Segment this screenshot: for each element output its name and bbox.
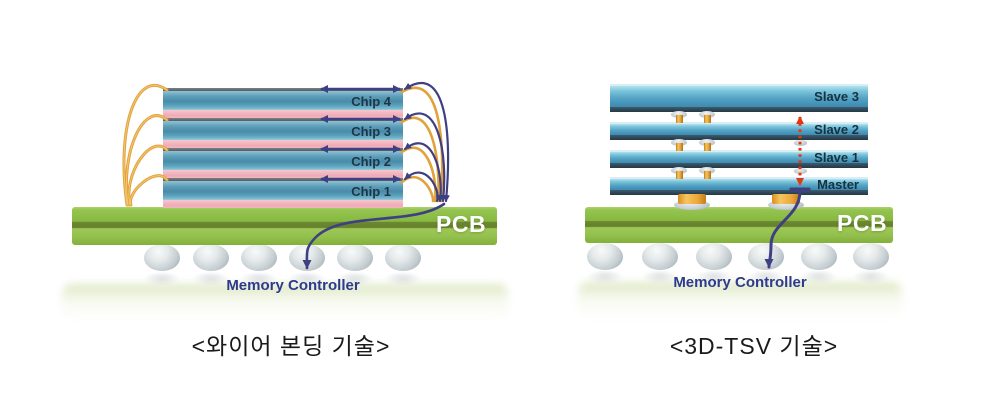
chip-die [163,91,403,110]
chip-top-edge [163,148,403,151]
solder-ball [853,243,889,270]
solder-ball [337,244,373,271]
die-attach-film [163,140,403,148]
pcb-reflection [578,282,902,318]
gold-bond-wires-left-highlight [123,84,168,206]
chip-row: Chip 4 [163,88,403,118]
microbump [794,168,807,174]
chip-top-edge [610,177,868,179]
tsv-pillar [676,171,683,179]
chip-bottom-band [610,107,868,112]
solder-ball [642,243,678,270]
pcb-board [585,207,893,243]
ball-reflection [696,271,732,284]
gold-bond-wires-right-icon [400,86,444,203]
microbump [699,111,715,118]
microbump [671,139,687,146]
tsv-chip-stack: Slave 3 Slave 2 Slave 1 Master [610,84,868,210]
ball-reflection [748,271,784,284]
chip-top-edge [610,84,868,86]
ball-reflection [241,273,277,286]
pad-bump [674,200,710,210]
die-attach-film [163,170,403,178]
ball-reflection [385,273,421,286]
chip-bottom-band [610,163,868,168]
solder-ball [241,244,277,271]
chip-die [610,86,868,107]
ball-reflection [337,273,373,286]
solder-ball [587,243,623,270]
die-attach-film [163,200,403,208]
chip-row: Slave 2 [610,122,868,140]
ball-reflection [289,273,325,286]
tsv-pillar [676,115,683,123]
ball-reflection [801,271,837,284]
chip-top-edge [163,118,403,121]
pad-gold [772,194,800,204]
chip-label: Slave 1 [814,150,859,165]
chip-die [163,121,403,140]
ball-reflection [642,271,678,284]
chip-die [163,151,403,170]
chip-row: Chip 1 [163,178,403,208]
chip-bottom-band [610,135,868,140]
chip-row: Master [610,177,868,195]
chip-label: Chip 4 [351,94,391,109]
chip-label: Chip 2 [351,154,391,169]
solder-ball [385,244,421,271]
ball-reflection [587,271,623,284]
solder-ball [193,244,229,271]
tsv-pillar [704,143,711,151]
gold-bond-wires-left-icon [122,83,169,207]
memory-controller-label: Memory Controller [673,274,807,291]
die-attach-film [163,110,403,118]
ball-reflection [853,271,889,284]
microbump [794,140,807,146]
chip-label: Slave 2 [814,122,859,137]
pcb-label: PCB [436,211,487,237]
chip-top-edge [610,122,868,124]
chip-stack: Chip 4 Chip 3 Chip 2 Chip 1 [163,88,403,208]
ball-reflection [144,273,180,286]
chip-label: Chip 1 [351,184,391,199]
tsv-pillar [676,143,683,151]
microbump [699,167,715,174]
solder-ball [289,244,325,271]
microbump [671,111,687,118]
solder-ball [696,243,732,270]
chip-die [610,179,868,190]
ball-reflection [193,273,229,286]
chip-die [610,124,868,135]
tsv-pillar [704,115,711,123]
chip-top-edge [163,88,403,91]
chip-die [610,152,868,163]
chip-top-edge [610,150,868,152]
signal-wires-right-icon [403,81,450,203]
panel-caption: <와이어 본딩 기술> [191,333,391,359]
chip-label: Chip 3 [351,124,391,139]
chip-bottom-band [610,190,868,195]
tsv-pillar [704,171,711,179]
solder-ball [801,243,837,270]
chip-row: Slave 3 [610,84,868,112]
chip-label: Slave 3 [814,89,859,104]
chip-top-edge [163,178,403,181]
solder-ball [748,243,784,270]
pcb-reflection [62,284,508,320]
chip-row: Chip 3 [163,118,403,148]
memory-controller-label: Memory Controller [226,277,360,294]
solder-ball [144,244,180,271]
pad-gold [678,194,706,204]
microbump [671,167,687,174]
pcb-board [72,207,497,245]
microbump [699,139,715,146]
chip-row: Chip 2 [163,148,403,178]
chip-label: Master [817,177,859,192]
chip-die [163,181,403,200]
pcb-label: PCB [837,210,888,236]
chip-row: Slave 1 [610,150,868,168]
panel-caption: <3D-TSV 기술> [669,333,839,359]
